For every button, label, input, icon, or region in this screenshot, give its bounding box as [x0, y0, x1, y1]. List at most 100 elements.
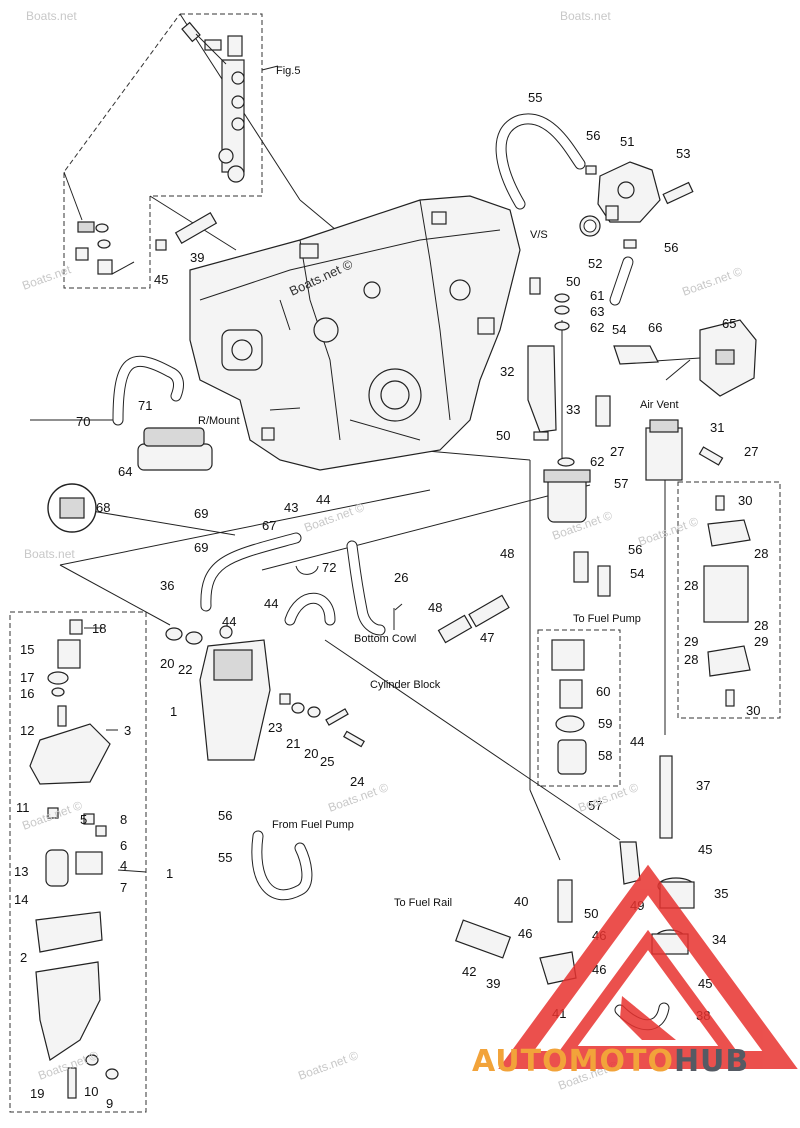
- callout-34: 34: [712, 932, 726, 947]
- callout-28: 28: [684, 578, 698, 593]
- callout-17: 17: [20, 670, 34, 685]
- callout-8: 8: [120, 812, 127, 827]
- callout-10: 10: [84, 1084, 98, 1099]
- callout-44: 44: [316, 492, 330, 507]
- callout-19: 19: [30, 1086, 44, 1101]
- callout-50: 50: [584, 906, 598, 921]
- lower-fuel-parts: [137, 427, 695, 985]
- fig5-inset-box: [63, 13, 263, 289]
- callout-30: 30: [738, 493, 752, 508]
- callout-72: 72: [322, 560, 336, 575]
- label-fig5: Fig.5: [276, 65, 300, 77]
- label-air-vent: Air Vent: [640, 399, 679, 411]
- callout-30: 30: [746, 703, 760, 718]
- vapor-separator-kit-box: [677, 481, 781, 719]
- text-labels: Fig.5 V/S R/Mount Air Vent To Fuel Pump …: [198, 65, 679, 909]
- callout-39: 39: [190, 250, 204, 265]
- callout-68: 68: [96, 500, 110, 515]
- callout-45: 45: [698, 976, 712, 991]
- callout-40: 40: [514, 894, 528, 909]
- callout-7: 7: [120, 880, 127, 895]
- callout-37: 37: [696, 778, 710, 793]
- callout-39: 39: [486, 976, 500, 991]
- callout-62: 62: [590, 454, 604, 469]
- callout-44: 44: [222, 614, 236, 629]
- fuel-module-assembly: [165, 625, 365, 761]
- callout-14: 14: [14, 892, 28, 907]
- callout-2: 2: [20, 950, 27, 965]
- automotohub-logo-icon: [498, 864, 798, 1069]
- callout-22: 22: [178, 662, 192, 677]
- callout-59: 59: [598, 716, 612, 731]
- fuel-pump: [579, 161, 694, 249]
- callout-36: 36: [160, 578, 174, 593]
- vapor-separator-kit: [703, 495, 751, 707]
- callout-25: 25: [320, 754, 334, 769]
- callout-12: 12: [20, 723, 34, 738]
- detail-callout-68: [47, 483, 97, 533]
- watermark: Boats.net: [24, 547, 75, 561]
- callout-48: 48: [500, 546, 514, 561]
- watermark: Boats.net ©: [296, 1048, 360, 1083]
- callout-28: 28: [684, 652, 698, 667]
- callout-29: 29: [684, 634, 698, 649]
- callout-71: 71: [138, 398, 152, 413]
- callout-65: 65: [722, 316, 736, 331]
- callout-42: 42: [462, 964, 476, 979]
- brand-wordmark: AUTOMOTOHUB: [472, 1044, 749, 1079]
- callout-27: 27: [610, 444, 624, 459]
- label-from-fuel-pump: From Fuel Pump: [272, 819, 354, 831]
- fuel-filter-57: [543, 469, 611, 775]
- callout-62: 62: [590, 320, 604, 335]
- callout-52: 52: [588, 256, 602, 271]
- callout-9: 9: [106, 1096, 113, 1111]
- callout-15: 15: [20, 642, 34, 657]
- callout-27: 27: [744, 444, 758, 459]
- callout-56: 56: [664, 240, 678, 255]
- engine-cylinder-block: [189, 195, 521, 471]
- watermark: Boats.net ©: [20, 798, 84, 833]
- callout-13: 13: [14, 864, 28, 879]
- callout-63: 63: [590, 304, 604, 319]
- callout-58: 58: [598, 748, 612, 763]
- callout-69: 69: [194, 506, 208, 521]
- callout-32: 32: [500, 364, 514, 379]
- callout-54: 54: [612, 322, 626, 337]
- callout-56: 56: [586, 128, 600, 143]
- vapor-separator-27: [557, 419, 724, 481]
- brand-part-hub: HUB: [673, 1044, 750, 1079]
- label-cylinder-block: Cylinder Block: [370, 679, 441, 691]
- label-vs: V/S: [530, 229, 548, 241]
- brand-part-auto: AUTO: [472, 1044, 569, 1079]
- callout-3: 3: [124, 723, 131, 738]
- callout-46: 46: [518, 926, 532, 941]
- callout-21: 21: [286, 736, 300, 751]
- callout-60: 60: [596, 684, 610, 699]
- callout-44: 44: [264, 596, 278, 611]
- watermark: Boats.net ©: [576, 780, 640, 815]
- callout-70: 70: [76, 414, 90, 429]
- callout-56: 56: [628, 542, 642, 557]
- fuel-filter-group-box: [537, 629, 621, 787]
- callout-24: 24: [350, 774, 364, 789]
- callout-48: 48: [428, 600, 442, 615]
- callout-67: 67: [262, 518, 276, 533]
- callout-18: 18: [92, 621, 106, 636]
- callout-44: 44: [630, 734, 644, 749]
- callout-5: 5: [80, 812, 87, 827]
- callout-50: 50: [566, 274, 580, 289]
- callout-57: 57: [588, 798, 602, 813]
- watermark: Boats.net ©: [302, 500, 366, 535]
- callout-20: 20: [160, 656, 174, 671]
- callout-4: 4: [120, 858, 127, 873]
- callout-51: 51: [620, 134, 634, 149]
- callout-53: 53: [676, 146, 690, 161]
- callout-56: 56: [218, 808, 232, 823]
- callout-45: 45: [154, 272, 168, 287]
- callout-1: 1: [166, 866, 173, 881]
- callout-45: 45: [698, 842, 712, 857]
- callout-16: 16: [20, 686, 34, 701]
- callout-29: 29: [754, 634, 768, 649]
